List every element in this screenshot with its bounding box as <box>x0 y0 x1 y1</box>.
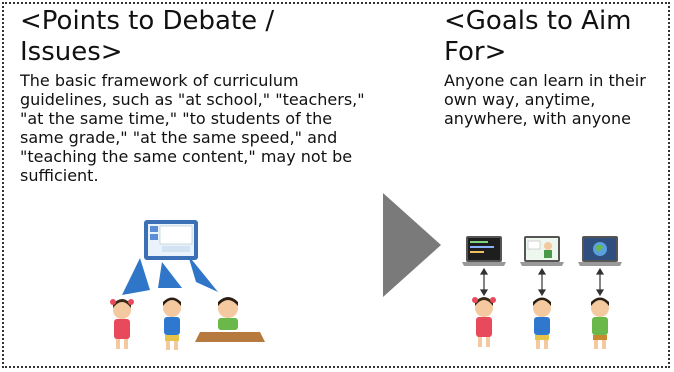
one-to-many-illustration <box>110 220 265 350</box>
goals-text: Anyone can learn in their own way, anyti… <box>444 71 646 128</box>
right-arrow-icon <box>383 193 441 297</box>
student-girl-icon <box>110 299 134 349</box>
student-girl-icon <box>472 297 496 347</box>
spotlight-left <box>122 258 150 295</box>
student-boy-icon <box>163 297 181 350</box>
laptop-teacher-icon <box>520 236 564 266</box>
student-desk-icon <box>195 297 265 342</box>
issues-text: The basic framework of curriculum guidel… <box>20 71 365 185</box>
student-green-icon <box>591 297 609 349</box>
teacher-monitor-icon <box>144 220 198 260</box>
dotted-frame <box>2 2 670 368</box>
spotlight-center <box>158 262 182 288</box>
individual-learning-illustration <box>462 236 622 349</box>
laptop-code-icon <box>462 236 506 266</box>
laptop-globe-icon <box>578 236 622 266</box>
issues-heading: <Points to Debate / Issues> <box>20 6 275 67</box>
student-boy-icon <box>533 297 551 349</box>
goals-heading: <Goals to Aim For> <box>444 6 632 67</box>
spotlight-right <box>188 255 218 292</box>
